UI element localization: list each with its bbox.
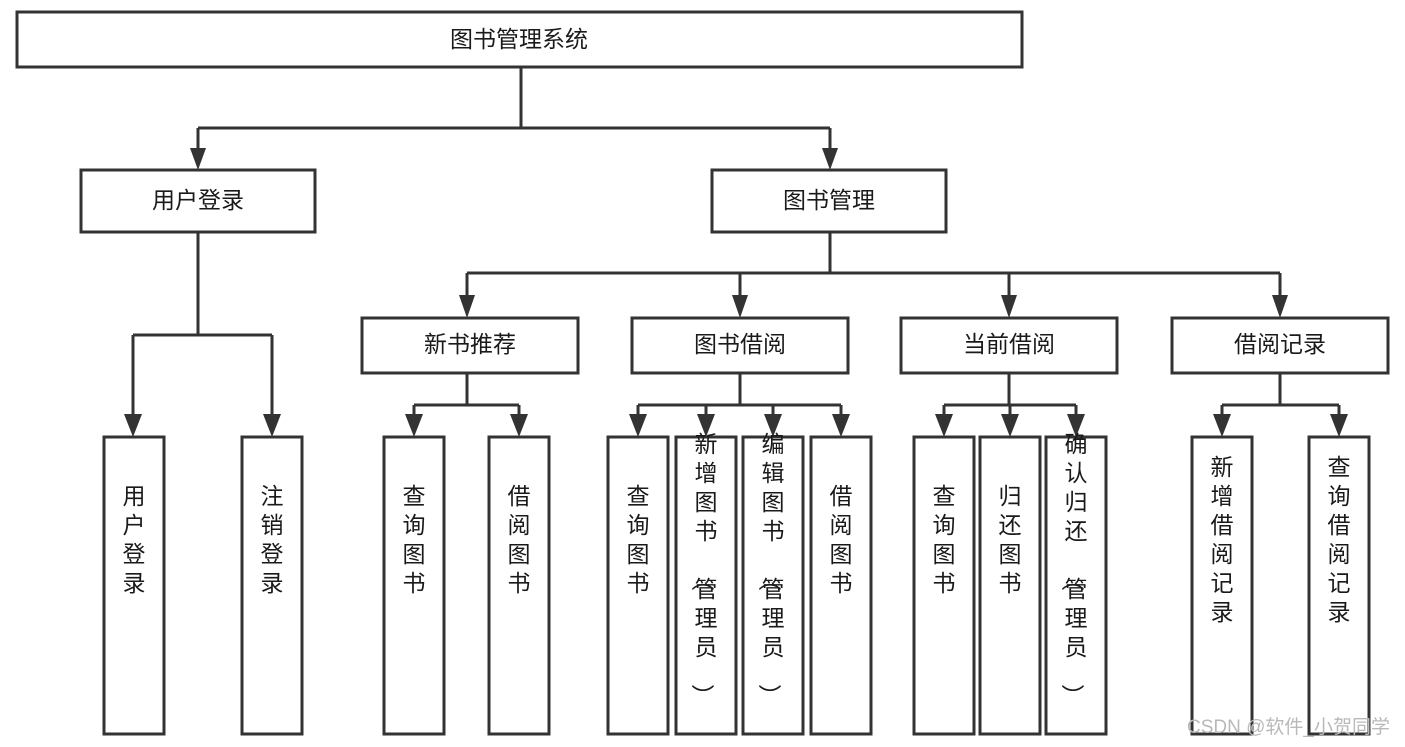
- node-leaf-query-record[interactable]: 查询借阅记录: [1307, 435, 1371, 736]
- node-leaf-query-book-1-label: 查询图书: [403, 483, 426, 596]
- arrow-head-book-borrow: [732, 295, 748, 318]
- node-new-book-recommend[interactable]: 新书推荐: [360, 316, 580, 375]
- node-leaf-borrow-book-2-label: 借阅图书: [830, 483, 853, 596]
- node-leaf-borrow-book-1[interactable]: 借阅图书: [487, 435, 551, 736]
- node-leaf-user-logout-label: 注销登录: [261, 483, 284, 596]
- node-user-login-label: 用户登录: [152, 187, 244, 213]
- node-leaf-user-login[interactable]: 用户登录: [102, 435, 166, 736]
- node-leaf-return-book-label: 归还图书: [999, 483, 1022, 596]
- arrow-head-leaf-return-book: [1001, 414, 1019, 437]
- arrow-head-user-login: [190, 148, 206, 170]
- node-leaf-add-book[interactable]: 新增图书（管理员）: [674, 431, 738, 736]
- node-leaf-borrow-book-1-label: 借阅图书: [508, 483, 531, 596]
- node-leaf-query-book-3[interactable]: 查询图书: [912, 435, 976, 736]
- node-leaf-confirm-return-label: 确认归还（管理员）: [1060, 431, 1088, 707]
- node-leaf-query-book-1[interactable]: 查询图书: [382, 435, 446, 736]
- node-new-book-recommend-box[interactable]: [360, 316, 580, 375]
- arrow-head-leaf-borrow-book-2: [832, 414, 850, 437]
- node-leaf-confirm-return[interactable]: 确认归还（管理员）: [1044, 431, 1108, 736]
- arrow-head-leaf-query-book-2: [629, 414, 647, 437]
- node-leaf-query-book-3-box[interactable]: [912, 435, 976, 736]
- node-leaf-add-book-box[interactable]: [674, 435, 738, 736]
- node-borrow-record-label: 借阅记录: [1234, 331, 1326, 357]
- arrow-head-leaf-borrow-book-1: [510, 414, 528, 437]
- node-leaf-borrow-book-2[interactable]: 借阅图书: [809, 435, 873, 736]
- node-leaf-user-login-label: 用户登录: [123, 483, 146, 596]
- node-leaf-edit-book-label: 编辑图书（管理员）: [757, 431, 785, 707]
- node-leaf-query-book-2[interactable]: 查询图书: [606, 435, 670, 736]
- node-book-borrow-box[interactable]: [630, 316, 850, 375]
- node-borrow-record[interactable]: 借阅记录: [1170, 316, 1390, 375]
- node-root-label: 图书管理系统: [450, 26, 588, 52]
- arrow-head-leaf-query-record: [1330, 414, 1348, 437]
- arrow-head-leaf-add-book: [697, 414, 715, 437]
- node-user-login[interactable]: 用户登录: [79, 168, 317, 234]
- node-leaf-add-book-label: 新增图书（管理员）: [690, 431, 718, 707]
- node-book-manage[interactable]: 图书管理: [710, 168, 948, 234]
- node-leaf-query-book-2-box[interactable]: [606, 435, 670, 736]
- node-leaf-edit-book-box[interactable]: [741, 435, 805, 736]
- arrow-head-leaf-query-book-1: [405, 414, 423, 437]
- node-leaf-edit-book[interactable]: 编辑图书（管理员）: [741, 431, 805, 736]
- arrow-head-borrow-record: [1272, 295, 1288, 318]
- connector-group-borrow-record: [1213, 373, 1348, 437]
- connector-group-root: [190, 67, 838, 170]
- node-root-box[interactable]: [15, 10, 1024, 69]
- csdn-watermark: CSDN @软件_小贺同学: [1187, 716, 1390, 738]
- node-user-login-box[interactable]: [79, 168, 317, 234]
- arrow-head-book-manage: [822, 148, 838, 170]
- node-book-borrow-label: 图书借阅: [694, 331, 786, 357]
- node-book-borrow[interactable]: 图书借阅: [630, 316, 850, 375]
- connector-group-book-borrow: [629, 373, 850, 437]
- arrow-head-current-borrow: [1001, 295, 1017, 318]
- arrow-head-leaf-user-logout: [263, 414, 281, 437]
- node-book-manage-label: 图书管理: [783, 187, 875, 213]
- node-leaf-user-logout-box[interactable]: [240, 435, 304, 736]
- node-leaf-add-record[interactable]: 新增借阅记录: [1190, 435, 1254, 736]
- node-new-book-recommend-label: 新书推荐: [424, 331, 516, 357]
- node-leaf-borrow-book-2-box[interactable]: [809, 435, 873, 736]
- node-current-borrow-box[interactable]: [899, 316, 1119, 375]
- node-leaf-query-record-box[interactable]: [1307, 435, 1371, 736]
- connector-group-book-manage: [459, 232, 1288, 318]
- connector-group-user-login: [124, 232, 281, 437]
- arrow-head-leaf-add-record: [1213, 414, 1231, 437]
- node-leaf-query-book-1-box[interactable]: [382, 435, 446, 736]
- connector-group-new-book-recommend: [405, 373, 528, 437]
- node-leaf-query-record-label: 查询借阅记录: [1328, 454, 1351, 625]
- arrow-head-leaf-confirm-return: [1067, 414, 1085, 437]
- node-leaf-query-book-3-label: 查询图书: [933, 483, 956, 596]
- node-book-manage-box[interactable]: [710, 168, 948, 234]
- node-current-borrow[interactable]: 当前借阅: [899, 316, 1119, 375]
- arrow-head-leaf-edit-book: [764, 414, 782, 437]
- node-leaf-add-record-box[interactable]: [1190, 435, 1254, 736]
- arrow-head-leaf-user-login: [124, 414, 142, 437]
- node-leaf-confirm-return-box[interactable]: [1044, 435, 1108, 736]
- connector-group-current-borrow: [935, 373, 1085, 437]
- node-current-borrow-label: 当前借阅: [963, 331, 1055, 357]
- node-leaf-query-book-2-label: 查询图书: [627, 483, 650, 596]
- node-leaf-user-login-box[interactable]: [102, 435, 166, 736]
- arrow-head-leaf-query-book-3: [935, 414, 953, 437]
- node-leaf-user-logout[interactable]: 注销登录: [240, 435, 304, 736]
- node-leaf-borrow-book-1-box[interactable]: [487, 435, 551, 736]
- arrow-head-new-book-recommend: [459, 295, 475, 318]
- node-root[interactable]: 图书管理系统: [15, 10, 1024, 69]
- node-borrow-record-box[interactable]: [1170, 316, 1390, 375]
- node-leaf-return-book-box[interactable]: [978, 435, 1042, 736]
- node-leaf-return-book[interactable]: 归还图书: [978, 435, 1042, 736]
- node-leaf-add-record-label: 新增借阅记录: [1211, 454, 1234, 625]
